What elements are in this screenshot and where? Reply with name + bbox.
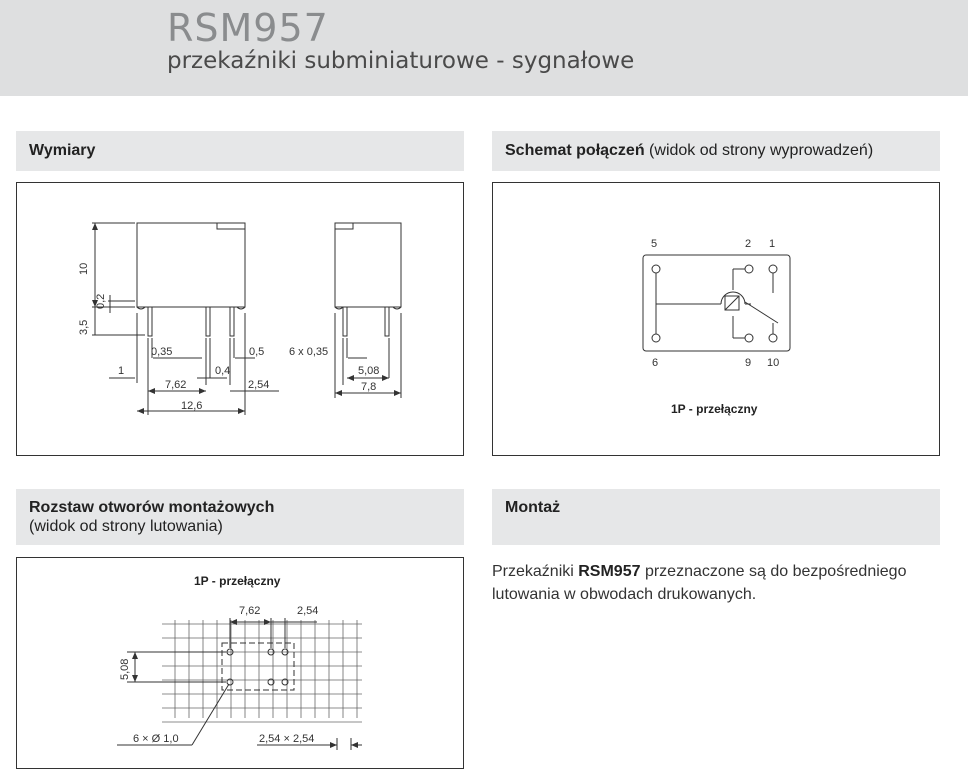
section-subtitle-holes: (widok od strony lutowania) [29,518,223,535]
pin-2: 2 [745,238,751,250]
holes-panel: 1P - przełączny 7,62 2,54 5,08 6 × Ø 1,0… [16,557,464,769]
product-title: RSM957 [167,6,329,50]
dimensions-panel: 10 0,2 3,5 0,35 0,5 1 0,4 7,62 2,54 12,6… [16,182,464,456]
dimensions-drawing: 10 0,2 3,5 0,35 0,5 1 0,4 7,62 2,54 12,6… [78,222,402,415]
dim-side-pins: 6 x 0,35 [289,346,328,358]
section-header-dimensions: Wymiary [16,131,464,171]
dim-1: 1 [118,365,124,377]
pin-10: 10 [767,357,779,369]
section-header-holes: Rozstaw otworów montażowych (widok od st… [16,489,464,545]
dim-04: 0,4 [215,365,230,377]
schematic-drawing: 5 2 1 6 9 10 1P - przełączny [642,238,791,416]
section-header-mounting: Montaż [492,489,940,545]
section-title-holes: Rozstaw otworów montażowych [29,499,275,516]
section-title-dimensions: Wymiary [29,142,96,159]
product-subtitle: przekaźniki subminiaturowe - sygnałowe [167,48,635,74]
dim-762: 7,62 [165,379,186,391]
schematic-caption: 1P - przełączny [671,402,758,416]
pin-1: 1 [769,238,775,250]
schematic-panel: 5 2 1 6 9 10 1P - przełączny [492,182,940,456]
pin-5: 5 [651,238,657,250]
holes-count-label: 6 × Ø 1,0 [133,733,179,745]
dim-05: 0,5 [249,346,264,358]
dim-035: 0,35 [151,346,172,358]
pin-9: 9 [745,357,751,369]
dim-78: 7,8 [361,381,376,393]
section-title-schematic: Schemat połączeń (widok od strony wyprow… [505,142,874,159]
header-band [0,0,968,96]
dim-35: 3,5 [78,320,90,335]
pin-6: 6 [652,357,658,369]
grid-lines [162,620,362,723]
holes-dim-254: 2,54 [297,605,318,617]
dim-02: 0,2 [95,294,107,309]
dim-126: 12,6 [181,400,202,412]
holes-dim-508: 5,08 [119,659,131,680]
holes-dim-762: 7,62 [239,605,260,617]
dim-height-10: 10 [78,263,90,275]
section-header-schematic: Schemat połączeń (widok od strony wyprow… [492,131,940,171]
mounting-text: Przekaźniki RSM957 przeznaczone są do be… [492,563,907,603]
section-title-mounting: Montaż [505,499,561,516]
dim-254: 2,54 [248,379,269,391]
holes-caption: 1P - przełączny [194,574,281,588]
holes-grid-label: 2,54 × 2,54 [259,733,314,745]
holes-drawing: 1P - przełączny 7,62 2,54 5,08 6 × Ø 1,0… [117,574,362,750]
dim-508: 5,08 [358,365,379,377]
